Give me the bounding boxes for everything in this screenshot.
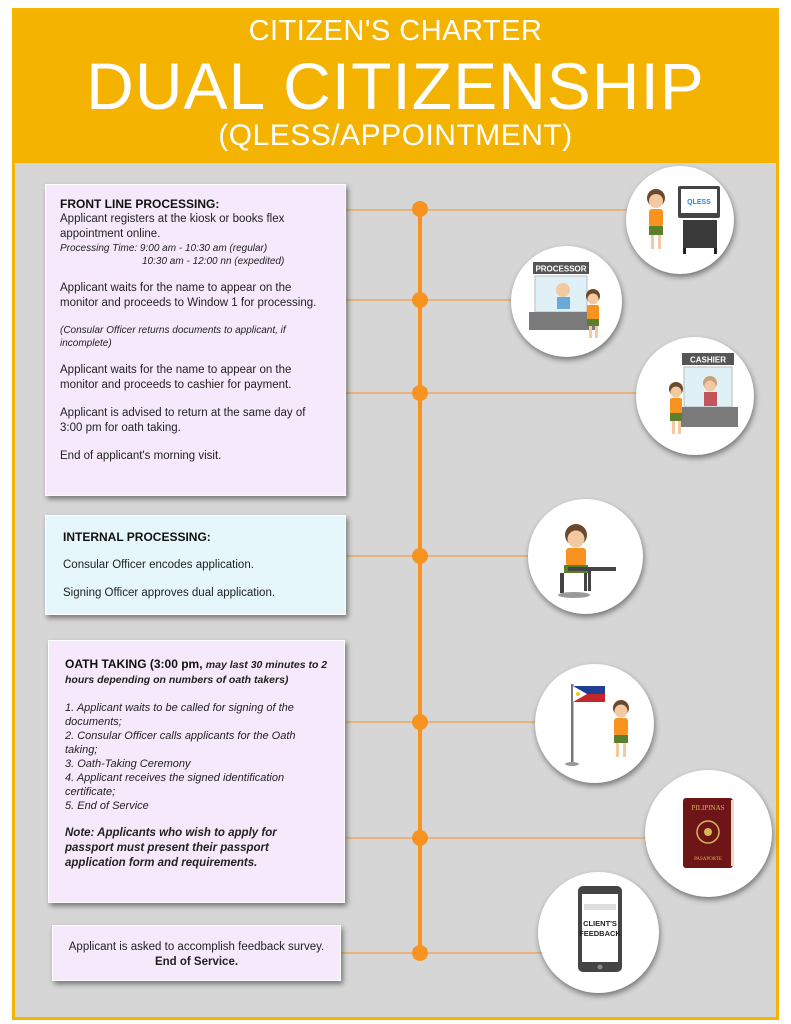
internal-processing-card: INTERNAL PROCESSING: Consular Officer en… [45,515,346,615]
oath-step-4: 4. Applicant receives the signed identif… [65,772,285,798]
philippine-flag-icon [535,664,654,783]
charter-heading: CITIZEN'S CHARTER [248,15,543,47]
oath-step-2: 2. Consular Officer calls applicants for… [65,730,296,756]
feedback-phone-icon: CLIENT'S FEEDBACK [538,872,659,993]
passport-label: PILIPINAS [691,804,724,812]
front-line-card: FRONT LINE PROCESSING: Applicant registe… [45,184,346,496]
header-banner: CITIZEN'S CHARTER DUAL CITIZENSHIP (QLES… [15,11,776,163]
feedback-card: Applicant is asked to accomplish feedbac… [52,925,341,981]
oath-step-3: 3. Oath-Taking Ceremony [65,758,191,770]
internal-title: INTERNAL PROCESSING: [63,530,211,544]
qless-kiosk-icon: QLESS [626,166,734,274]
processing-time-expedited: 10:30 am - 12:00 nn (expedited) [142,256,285,267]
encode-text: Consular Officer encodes application. [63,559,254,571]
register-text: Applicant registers at the kiosk or book… [60,213,285,240]
oath-title-note: may last 30 minutes to 2 hours depending… [65,659,328,686]
processing-time: Processing Time: 9:00 am - 10:30 am (reg… [60,243,268,254]
feedback-end: End of Service. [154,956,239,968]
oath-step-1: 1. Applicant waits to be called for sign… [65,702,294,728]
approve-text: Signing Officer approves dual applicatio… [63,587,276,599]
front-line-title: FRONT LINE PROCESSING: [60,197,220,211]
return-advice-text: Applicant is advised to return at the sa… [60,407,306,434]
end-morning-text: End of applicant's morning visit. [60,450,222,462]
oath-note: Note: Applicants who wish to apply for p… [65,827,277,869]
processor-window-icon: PROCESSOR [511,246,622,357]
oath-step-5: 5. End of Service [65,800,149,812]
phone-line-2: FEEDBACK [579,929,621,938]
passport-sublabel: PASAPORTE [694,857,722,862]
kiosk-screen-text: QLESS [687,199,711,206]
processor-sign: PROCESSOR [535,265,586,274]
oath-title-line: OATH TAKING (3:00 pm, may last 30 minute… [65,657,328,688]
oath-taking-card: OATH TAKING (3:00 pm, may last 30 minute… [48,640,345,903]
page-subtitle: (QLESS/APPOINTMENT) [218,119,573,152]
page-title: DUAL CITIZENSHIP [86,49,705,123]
returns-note: (Consular Officer returns documents to a… [60,325,286,349]
phone-line-1: CLIENT'S [583,919,617,928]
feedback-text: Applicant is asked to accomplish feedbac… [68,941,325,953]
window-text: Applicant waits for the name to appear o… [60,282,317,309]
cashier-window-icon: CASHIER [636,337,754,455]
oath-title: OATH TAKING (3:00 pm, [65,657,203,671]
cashier-text: Applicant waits for the name to appear o… [60,364,292,391]
officer-desk-icon [528,499,643,614]
passport-icon: PILIPINAS PASAPORTE [645,770,772,897]
cashier-sign: CASHIER [690,356,726,365]
